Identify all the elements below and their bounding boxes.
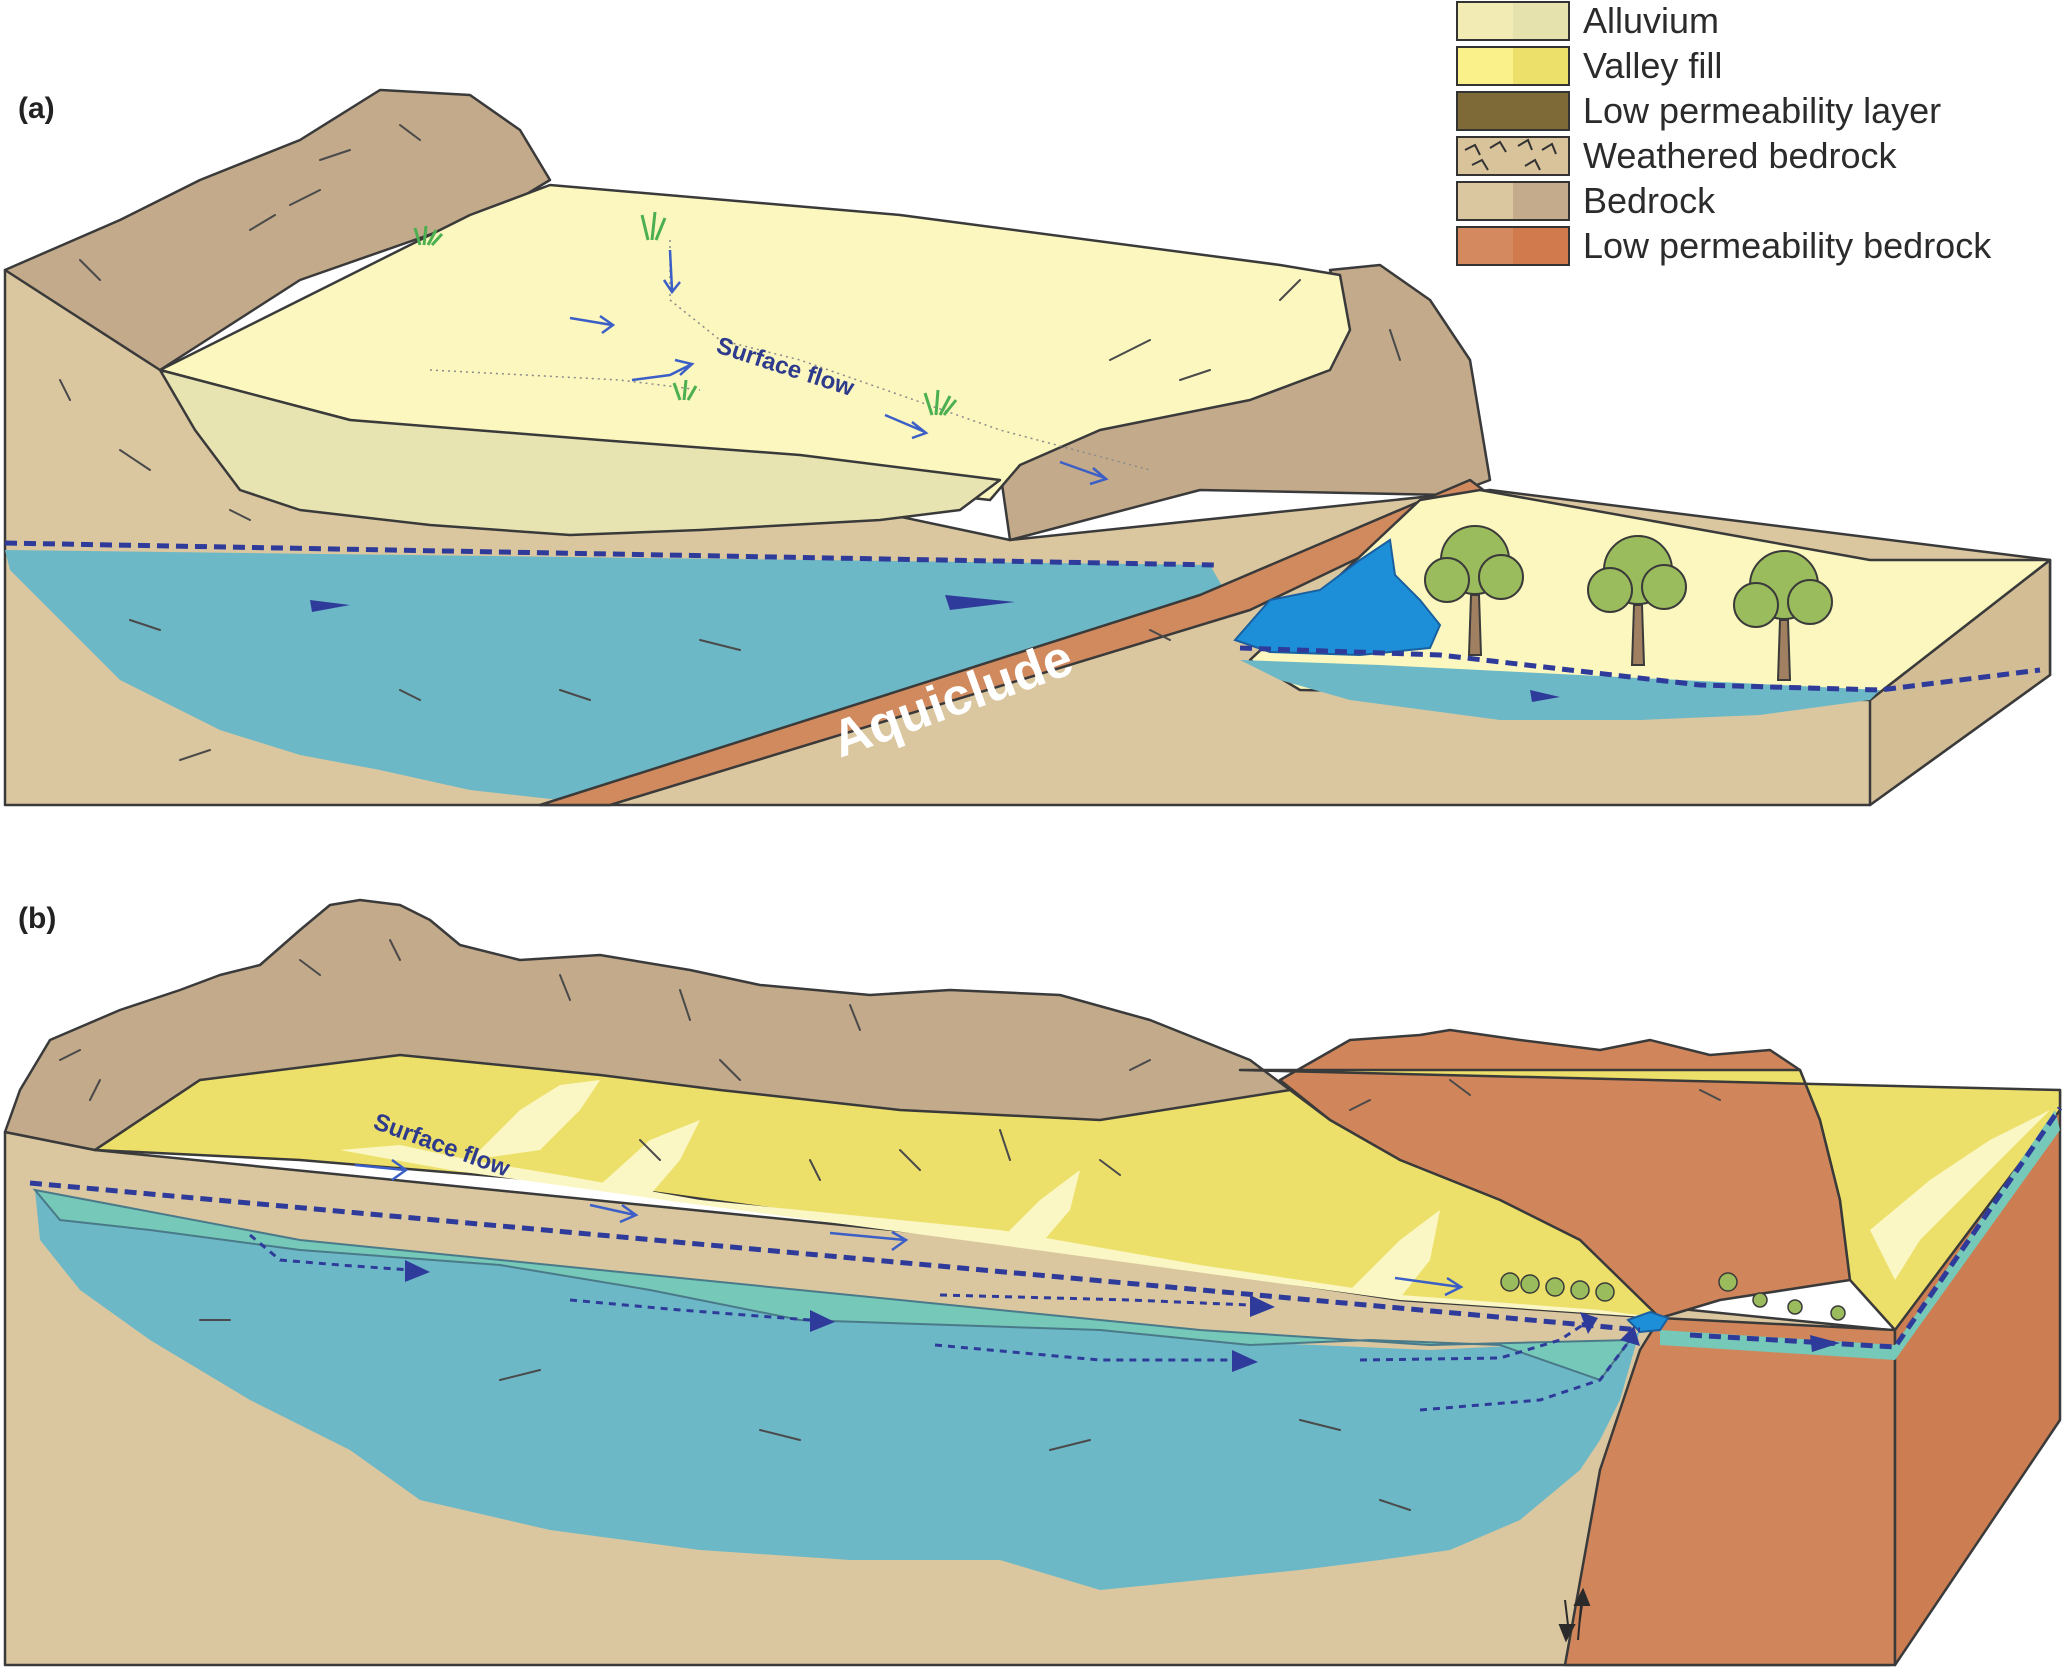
panel-b-groundwater-flow-paths	[249, 1233, 1840, 1412]
legend-item-weathered-bedrock: Weathered bedrock	[1456, 135, 1898, 176]
panel-a-gw-arrow-2	[945, 595, 1015, 610]
panel-b-water-table	[29, 1180, 1641, 1333]
legend-item-bedrock: Bedrock	[1456, 180, 1716, 221]
legend-swatch-right	[1513, 227, 1569, 265]
tree	[1587, 535, 1687, 666]
legend-swatch-right	[1513, 182, 1569, 220]
fault-motion-icon	[1558, 1587, 1591, 1643]
panel-a-surface-arrow-1	[662, 249, 681, 295]
panel-a: Surface flow Aquiclude	[3, 88, 2052, 807]
legend-label: Weathered bedrock	[1583, 135, 1898, 176]
panel-b-valley-fill-right	[1238, 1068, 2062, 1332]
legend-swatch-left	[1457, 227, 1513, 265]
panel-a-groundwater	[5, 550, 1230, 800]
panel-b-flow-channels	[340, 1080, 2050, 1318]
panel-b-groundwater	[35, 1190, 1640, 1590]
panel-b-cracks	[59, 939, 1721, 1511]
panel-a-label: (a)	[18, 92, 55, 125]
legend-swatch-right	[1513, 47, 1569, 85]
legend-swatch-right	[1513, 92, 1569, 130]
legend-swatch-left	[1457, 137, 1513, 175]
weathered-pattern-icon	[1464, 138, 1557, 171]
legend-label: Low permeability bedrock	[1583, 225, 1992, 266]
legend-swatch-right	[1513, 137, 1569, 175]
panel-a-gw-arrow-3	[1530, 690, 1560, 702]
legend: Alluvium Valley fill Low permeability la…	[1456, 0, 1992, 266]
panel-b-label: (b)	[18, 902, 56, 935]
panel-a-spring-pond	[1233, 538, 1442, 657]
legend-label: Alluvium	[1583, 0, 1719, 41]
legend-label: Valley fill	[1583, 45, 1722, 86]
panel-a-lowland-groundwater	[1240, 660, 1880, 720]
panel-b-surface-flow-arrows	[354, 1158, 1464, 1297]
panel-a-surface-arrow-5	[1059, 460, 1109, 486]
panel-a-alluvium-lens	[158, 368, 1002, 537]
legend-swatch-right	[1513, 2, 1569, 40]
panel-b-shallow-aquifer	[32, 1188, 1633, 1382]
legend-swatch-left	[1457, 47, 1513, 85]
panel-b: Surface flow (b)	[3, 898, 2063, 1667]
panel-a-water-table	[4, 540, 1216, 568]
legend-swatch-left	[1457, 2, 1513, 40]
tree	[1733, 550, 1833, 681]
panel-a-trees	[1424, 525, 1833, 681]
legend-label: Bedrock	[1583, 180, 1716, 221]
panel-a-mountain	[3, 88, 552, 372]
legend-item-low-permeability-layer: Low permeability layer	[1456, 90, 1941, 131]
legend-swatch-left	[1457, 182, 1513, 220]
legend-item-valley-fill: Valley fill	[1456, 45, 1722, 86]
panel-a-surface-arrow-2	[569, 314, 616, 335]
panel-a-water-table-lowland	[1239, 645, 2041, 693]
panel-a-cracks	[59, 124, 1401, 761]
panel-a-surface-arrow-4	[884, 413, 929, 440]
panel-b-spring	[1626, 1310, 1670, 1334]
legend-item-low-permeability-bedrock: Low permeability bedrock	[1456, 225, 1992, 266]
panel-a-gw-arrow-1	[310, 600, 350, 612]
legend-swatch-left	[1457, 92, 1513, 130]
tree	[1424, 525, 1524, 656]
legend-item-alluvium: Alluvium	[1456, 0, 1719, 41]
panel-a-surface-arrow-3	[631, 358, 695, 382]
panel-b-water-table-lowland	[1689, 1106, 2063, 1350]
panel-a-grass-clumps	[413, 211, 958, 416]
panel-b-small-trees	[1500, 1272, 1846, 1321]
legend-label: Low permeability layer	[1583, 90, 1941, 131]
